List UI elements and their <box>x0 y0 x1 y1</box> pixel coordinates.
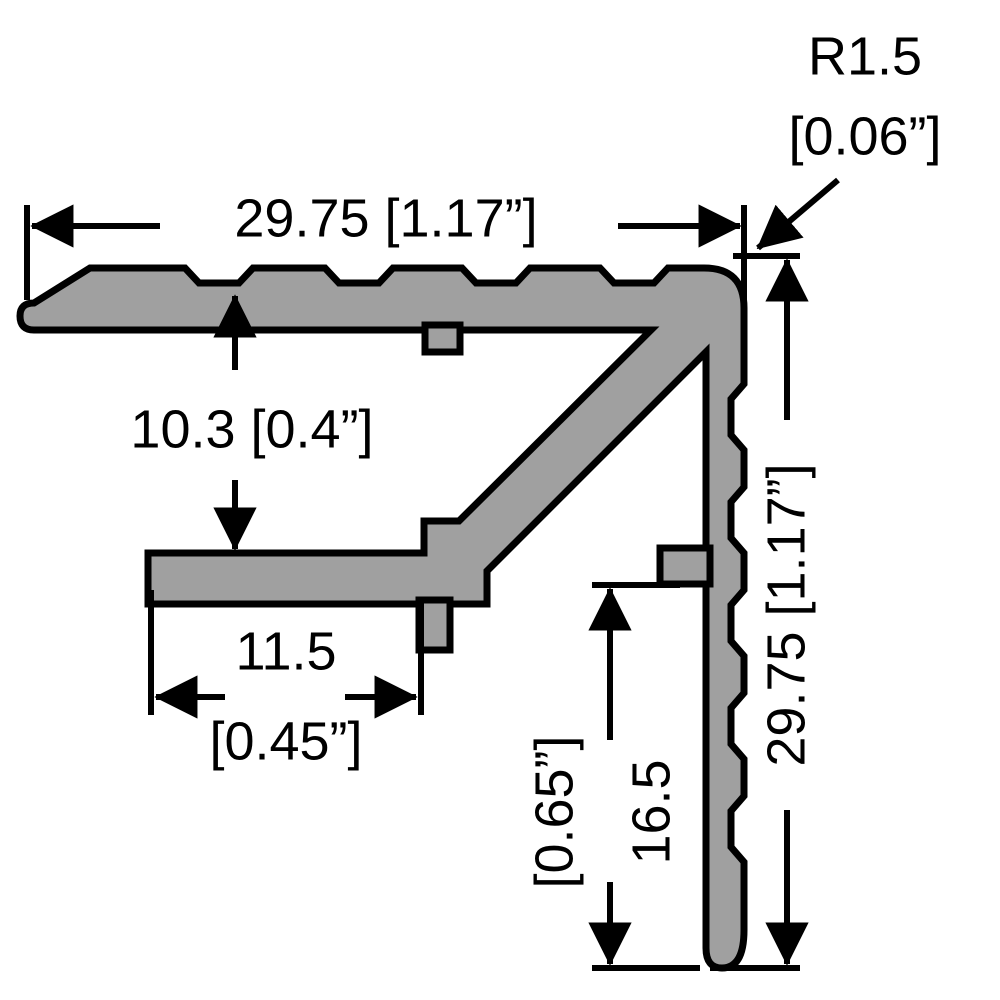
upper-flange-tab <box>421 321 464 356</box>
inner-height-label-line2: [0.65”] <box>524 735 584 888</box>
right-height-label: 29.75 [1.17”] <box>756 463 816 766</box>
dimension-corner-radius: R1.5 [0.06”] <box>756 26 942 251</box>
corner-radius-label-line2: [0.06”] <box>788 106 941 166</box>
top-width-label: 29.75 [1.17”] <box>234 188 537 248</box>
dimension-top-width: 29.75 [1.17”] <box>24 188 747 300</box>
dimension-top-flange-thickness: 10.3 [0.4”] <box>130 294 374 551</box>
radius-leader-line <box>756 177 840 251</box>
profile-outline <box>16 264 748 972</box>
extrusion-profile-shape <box>16 264 748 972</box>
dimension-bottom-flange-width: 11.5 [0.45”] <box>148 590 424 771</box>
inner-height-label-line1: 16.5 <box>621 759 681 864</box>
vertical-leg-tab <box>656 544 714 588</box>
top-flange-thickness-label: 10.3 [0.4”] <box>130 399 373 459</box>
dimension-inner-height: 16.5 [0.65”] <box>524 582 700 971</box>
bottom-flange-width-label-line1: 11.5 <box>235 621 336 681</box>
bottom-flange-width-label-line2: [0.45”] <box>209 711 362 771</box>
dimension-right-height: 29.75 [1.17”] <box>710 253 816 971</box>
corner-radius-label-line1: R1.5 <box>808 26 922 86</box>
